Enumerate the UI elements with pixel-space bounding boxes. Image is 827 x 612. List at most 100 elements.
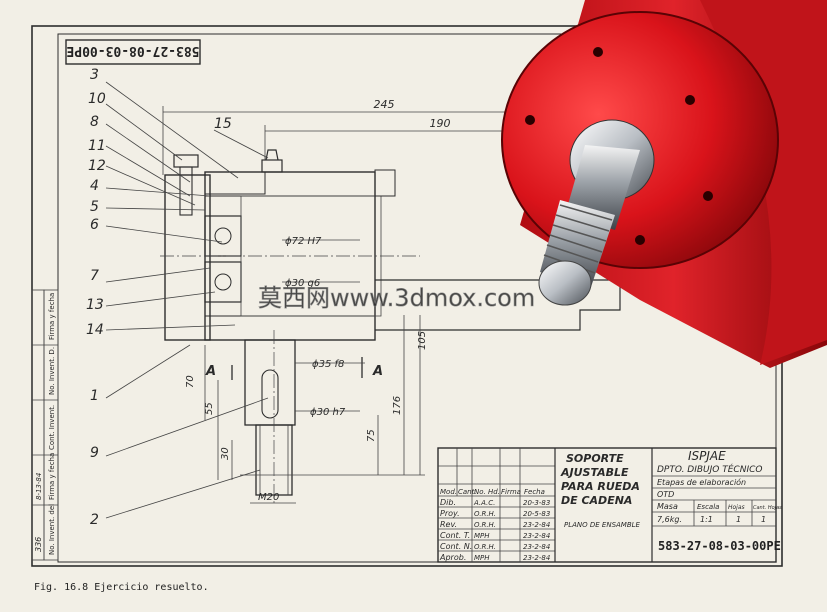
grease-nipple: [261, 149, 283, 173]
department: DPTO. DIBUJO TÉCNICO: [657, 463, 762, 475]
mass-value: 7,6kg.: [657, 515, 682, 524]
mass-label: Masa: [657, 502, 678, 511]
hdr-mod: Mod.: [440, 488, 457, 496]
figure-caption: Fig. 16.8 Ejercicio resuelto.: [34, 582, 209, 593]
row-role-5: Cont. N.: [440, 542, 472, 551]
dim-105: 105: [417, 331, 428, 350]
section-a-left: A: [205, 364, 216, 379]
part-label-11: 11: [88, 138, 106, 154]
drawing-number-stamp: 583-27-08-03-00PE: [65, 39, 201, 65]
part-label-13: 13: [86, 297, 104, 313]
part-label-3: 3: [90, 67, 99, 83]
part-label-9: 9: [90, 445, 99, 461]
side-strip-label-4: No. Invent. D.: [48, 347, 56, 395]
hdr-cant: Cant.: [458, 488, 477, 496]
sheet-value: 1: [761, 515, 766, 524]
dim-55: 55: [204, 402, 215, 415]
row-name-3: O.R.H.: [474, 521, 496, 529]
row-date-3: 23-2-84: [523, 521, 550, 529]
dim-phi30h7: ϕ30 h7: [310, 407, 346, 418]
section-a-right: A: [372, 364, 383, 379]
dim-phi35f8: ϕ35 f8: [312, 359, 344, 370]
part-label-8: 8: [90, 114, 99, 130]
side-strip-label-3: Cont. Invent.: [48, 405, 56, 450]
row-date-4: 23-2-84: [523, 532, 550, 540]
part-label-7: 7: [90, 268, 99, 284]
title-block: Mod. Cant. No. Hd. Firma Fecha Dib. A.A.…: [437, 447, 782, 563]
part-label-5: 5: [90, 199, 99, 215]
revision-table: Mod. Cant. No. Hd. Firma Fecha Dib. A.A.…: [438, 448, 556, 562]
dim-245: 245: [374, 98, 395, 111]
title-line-2: AJUSTABLE: [560, 466, 629, 479]
title-line-3: PARA RUEDA: [561, 480, 640, 493]
institution: ISPJAE: [688, 449, 726, 463]
hdr-fecha: Fecha: [524, 488, 545, 496]
row-date-6: 23-2-84: [523, 554, 550, 562]
row-role-3: Rev.: [440, 520, 457, 529]
sheet-label: Cant. Hojas: [753, 505, 782, 511]
sheets-label: Hojas: [728, 504, 745, 511]
bolt-hole-1: [593, 47, 603, 57]
dim-70: 70: [185, 375, 196, 388]
row-date-5: 23-2-84: [523, 543, 550, 551]
part-label-1: 1: [90, 388, 99, 404]
dimensions: 245 190 ϕ72 H7 ϕ30 g6 A A ϕ35 f8 ϕ30 h7 …: [162, 98, 655, 504]
dim-phi30g6: ϕ30 g6: [285, 278, 320, 289]
row-name-4: MPH: [474, 532, 490, 540]
row-role-4: Cont. T.: [440, 531, 470, 540]
row-date-2: 20-5-83: [523, 510, 550, 518]
watermark: 莫西网www.3dmox.com: [258, 284, 535, 312]
3d-render-overlay: [501, 0, 827, 368]
side-strip-label-5: Firma y fecha: [48, 293, 56, 340]
side-strip-label-1: No. Invent. del: [48, 504, 56, 555]
dim-75: 75: [366, 429, 377, 442]
row-name-6: MPH: [474, 554, 490, 562]
title-line-1: SOPORTE: [566, 452, 624, 465]
plan-type: PLANO DE ENSAMBLE: [564, 521, 641, 529]
scale-label: Escala: [697, 503, 719, 511]
row-name-2: O.R.H.: [474, 510, 496, 518]
stages-label: Etapas de elaboración: [657, 477, 746, 487]
part-label-6: 6: [90, 217, 99, 233]
bolt-10: [173, 154, 199, 216]
row-role-1: Dib.: [440, 498, 456, 507]
scale-value: 1:1: [700, 515, 713, 524]
part-labels: 3 10 8 11 12 4 5 6 7 13 14 1 9 2 15: [86, 67, 269, 528]
stage-value: OTD: [657, 490, 674, 499]
part-label-12: 12: [88, 158, 106, 174]
hdr-nohd: No. Hd.: [474, 488, 500, 496]
row-role-2: Proy.: [440, 509, 460, 518]
row-role-6: Aprob.: [439, 553, 466, 562]
dim-m20: M20: [258, 492, 279, 503]
slot-9: [261, 369, 279, 419]
dim-176: 176: [392, 396, 403, 415]
dim-190: 190: [430, 117, 451, 130]
part-label-4: 4: [90, 178, 99, 194]
sheets-value: 1: [736, 515, 741, 524]
threaded-shaft: [538, 200, 615, 306]
part-label-10: 10: [88, 91, 106, 107]
bolt-hole-3: [703, 191, 713, 201]
bolt-hole-4: [635, 235, 645, 245]
part-label-2: 2: [90, 512, 99, 528]
row-date-1: 20-3-83: [523, 499, 550, 507]
title-line-4: DE CADENA: [561, 494, 632, 507]
side-strip-label-2: Firma y fecha: [48, 453, 56, 500]
bolt-hole-2: [685, 95, 695, 105]
side-strip: No. Invent. del Firma y fecha Cont. Inve…: [31, 289, 59, 561]
hdr-firma: Firma: [501, 488, 521, 496]
part-label-15: 15: [214, 116, 232, 132]
assembly-section-view: [160, 149, 621, 505]
drawing-number-rotated: 583-27-08-03-00PE: [66, 43, 199, 58]
dim-30: 30: [220, 447, 231, 460]
housing-flange: [164, 174, 211, 341]
title-block-number: 583-27-08-03-00PE: [658, 539, 781, 553]
side-strip-value-2: 8-13-84: [35, 473, 43, 500]
row-name-1: A.A.C.: [473, 499, 495, 507]
dim-phi72: ϕ72 H7: [285, 236, 322, 247]
part-label-14: 14: [86, 322, 104, 338]
bolt-hole-5: [525, 115, 535, 125]
side-strip-value-1: 336: [34, 537, 43, 552]
row-name-5: O.R.H.: [474, 543, 496, 551]
